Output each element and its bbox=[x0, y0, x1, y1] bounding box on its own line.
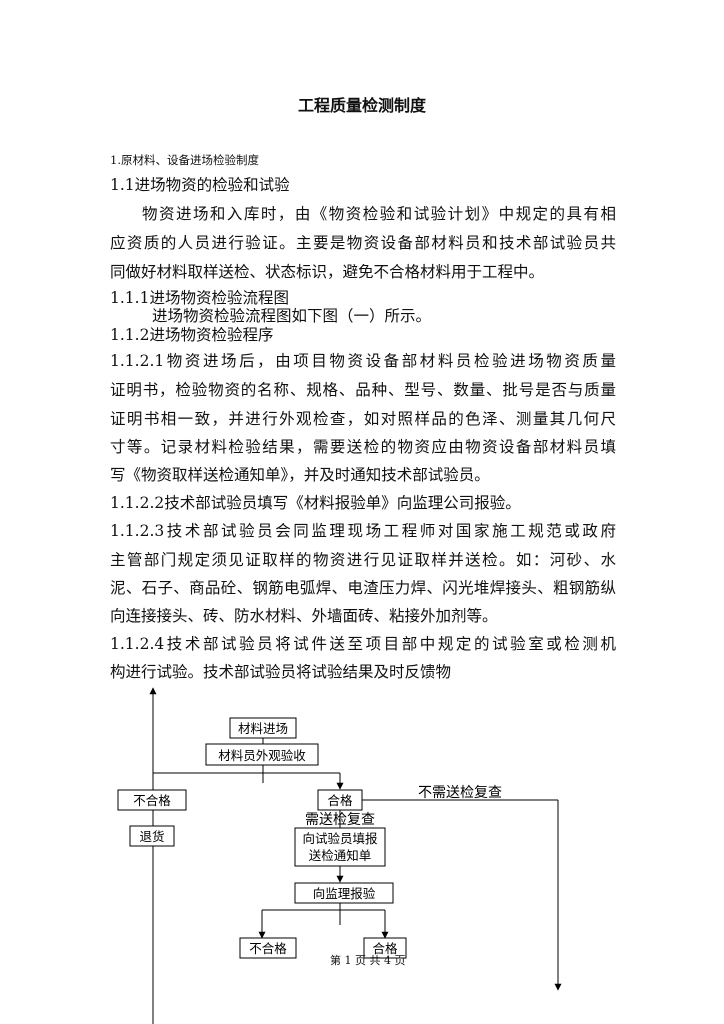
qualified-box bbox=[317, 789, 363, 811]
paragraph-line: 1.1.2.2技术部试验员填写《材料报验单》向监理公司报验。 bbox=[110, 494, 521, 512]
no-recheck-label: 不需送检复查 bbox=[418, 784, 502, 801]
paragraph-line: 同做好材料取样送检、状态标识，避免不合格材料用于工程中。 bbox=[110, 263, 545, 281]
return-goods-label: 退货 bbox=[139, 829, 164, 844]
need-recheck-label: 需送检复查 bbox=[305, 811, 375, 828]
paragraph-line: 寸等。记录材料检验结果，需要送检的物资应由物资设备部材料员填 bbox=[110, 438, 616, 456]
material-entry-box bbox=[229, 717, 297, 739]
paragraph-line: 泥、石子、商品砼、钢筋电弧焊、电渣压力焊、闪光堆焊接头、粗钢筋纵 bbox=[110, 579, 616, 597]
paragraph-line: 写《物资取样送检通知单》，并及时通知技术部试验员。 bbox=[110, 466, 490, 484]
unqualified-2-box bbox=[239, 937, 297, 959]
visual-inspection-box bbox=[205, 743, 319, 766]
report-supervisor-box bbox=[294, 882, 394, 904]
paragraph-line: 进场物资检验流程图如下图（一）所示。 bbox=[152, 307, 432, 325]
paragraph-line: 证明书，检验物资的名称、规格、品种、型号、数量、批号是否与质量 bbox=[110, 381, 616, 399]
fill-notice-box bbox=[294, 827, 386, 867]
paragraph-line: 1.1.2.1物资进场后，由项目物资设备部材料员检验进场物资质量 bbox=[110, 352, 616, 370]
paragraph-line: 应资质的人员进行验证。主要是物资设备部材料员和技术部试验员共 bbox=[110, 234, 616, 252]
paragraph-line: 1.1.2.4技术部试验员将试件送至项目部中规定的试验室或检测机 bbox=[110, 635, 616, 653]
paragraph-line: 构进行试验。技术部试验员将试验结果及时反馈物 bbox=[110, 663, 452, 681]
qualified-label: 合格 bbox=[327, 793, 353, 808]
section-heading: 1.原材料、设备进场检验制度 bbox=[110, 153, 259, 167]
unqualified-box bbox=[117, 789, 187, 811]
material-entry-label: 材料进场 bbox=[238, 721, 288, 736]
visual-inspection-label: 材料员外观验收 bbox=[218, 748, 306, 763]
paragraph-line: 向连接接头、砖、防水材料、外墙面砖、粘接外加剂等。 bbox=[110, 607, 498, 625]
report-supervisor-label: 向监理报验 bbox=[313, 886, 376, 901]
unqualified-label: 不合格 bbox=[133, 793, 171, 808]
qualified-2-label: 合格 bbox=[372, 941, 398, 956]
paragraph-line: 主管部门规定须见证取样的物资进行见证取样并送检。如：河砂、水 bbox=[110, 551, 616, 569]
page-title: 工程质量检测制度 bbox=[297, 96, 426, 115]
heading-1-1-1: 1.1.1进场物资检验流程图 bbox=[110, 289, 289, 307]
paragraph-line: 物资进场和入库时，由《物资检验和试验计划》中规定的具有相 bbox=[142, 205, 616, 223]
return-goods-box bbox=[129, 825, 175, 847]
paragraph-line: 1.1.2.3技术部试验员会同监理现场工程师对国家施工规范或政府 bbox=[110, 522, 616, 540]
paragraph-line: 证明书相一致，并进行外观检查，如对照样品的色泽、测量其几何尺 bbox=[110, 410, 616, 428]
qualified-2-box bbox=[363, 937, 407, 959]
heading-1-1-2: 1.1.2进场物资检验程序 bbox=[110, 326, 274, 344]
unqualified-2-label: 不合格 bbox=[249, 941, 287, 956]
fill-notice-label-2: 送检通知单 bbox=[309, 848, 372, 863]
heading-1-1: 1.1进场物资的检验和试验 bbox=[110, 176, 290, 194]
fill-notice-label-1: 向试验员填报 bbox=[302, 831, 378, 846]
page-footer: 第 1 页 共 4 页 bbox=[330, 954, 406, 967]
